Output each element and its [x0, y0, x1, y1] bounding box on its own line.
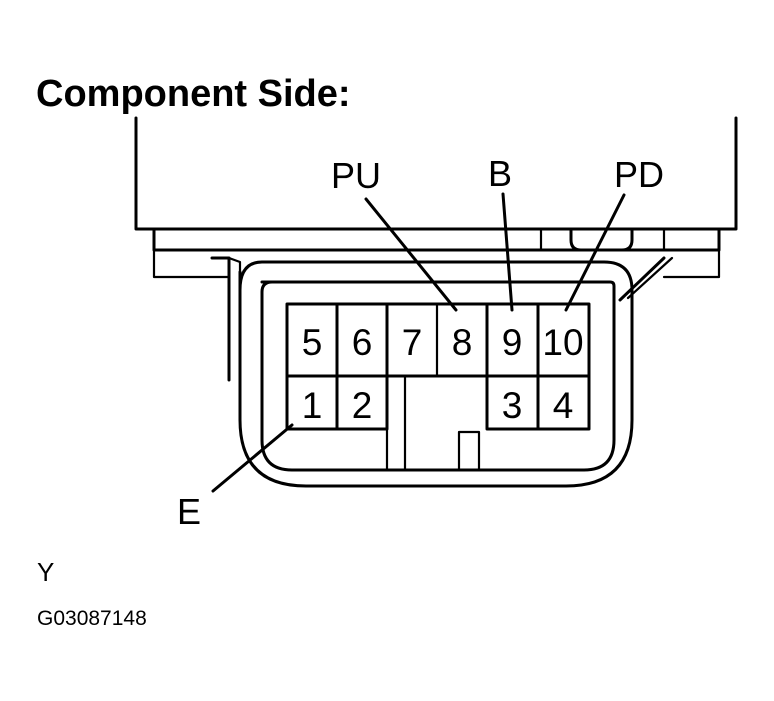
- pin-6-label: 6: [352, 322, 373, 363]
- pd-leader-line: [564, 193, 626, 312]
- footer-letter: Y: [37, 557, 54, 587]
- pin-1-label: 1: [302, 385, 323, 426]
- b-leader-line: [501, 192, 514, 312]
- pin-3-label: 3: [502, 385, 523, 426]
- e-leader-line: [211, 423, 294, 493]
- label-e: E: [177, 491, 201, 532]
- pin-7-label: 7: [402, 322, 423, 363]
- pin-4-label: 4: [553, 385, 574, 426]
- pin-5-label: 5: [302, 322, 323, 363]
- component-body: [134, 116, 738, 231]
- label-pd: PD: [614, 154, 664, 195]
- label-b: B: [488, 153, 512, 194]
- pin-2-label: 2: [352, 385, 373, 426]
- diagram-title: Component Side:: [36, 73, 351, 115]
- pin-9-label: 9: [502, 322, 523, 363]
- figure-code: G03087148: [37, 607, 147, 630]
- leader-lines: [211, 192, 626, 493]
- pin-8-label: 8: [452, 322, 473, 363]
- pin-10-label: 10: [542, 322, 583, 363]
- connector-housing: [152, 227, 721, 488]
- label-pu: PU: [331, 155, 381, 196]
- pu-leader-line: [364, 197, 458, 312]
- pin-grid: 5 6 7 8 9 10 1 2 3 4: [285, 302, 591, 472]
